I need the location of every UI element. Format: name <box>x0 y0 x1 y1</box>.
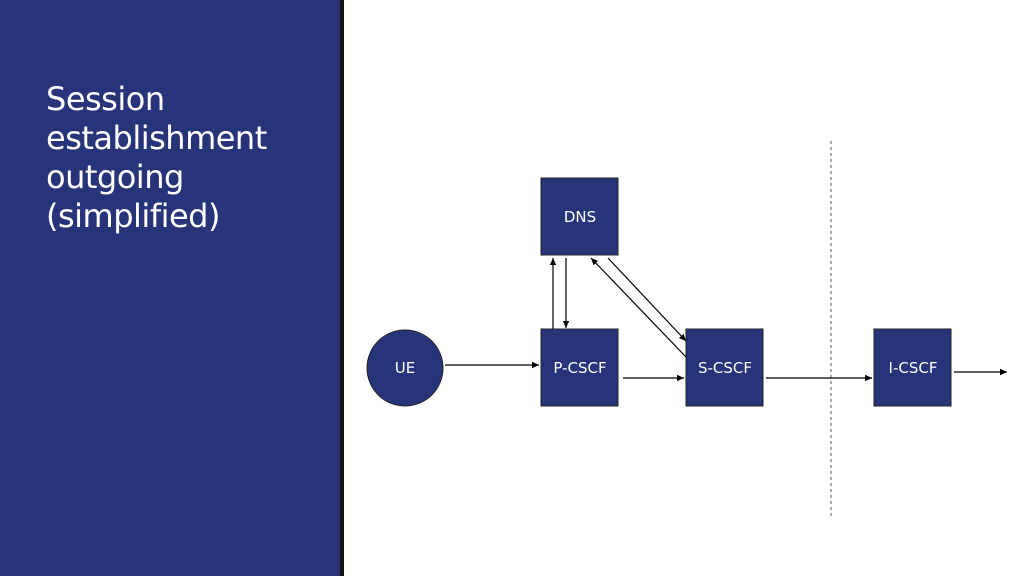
scscf-node: S-CSCF <box>685 328 764 407</box>
icscf-label: I-CSCF <box>889 359 938 377</box>
title-panel: Session establishment outgoing (simplifi… <box>0 0 340 576</box>
scscf-label: S-CSCF <box>698 359 752 377</box>
icscf-node: I-CSCF <box>873 328 952 407</box>
dns-node: DNS <box>540 177 619 256</box>
panel-divider <box>340 0 344 576</box>
title-line-2: establishment <box>46 119 267 157</box>
dns-to-scscf-arrow <box>607 257 687 342</box>
title-line-4: (simplified) <box>46 197 220 235</box>
pcscf-label: P-CSCF <box>553 359 606 377</box>
title-line-3: outgoing <box>46 158 184 196</box>
pcscf-node: P-CSCF <box>540 328 619 407</box>
dns-label: DNS <box>564 208 596 226</box>
scscf-to-dns-arrow <box>590 257 687 358</box>
ue-label: UE <box>395 359 415 377</box>
ue-node: UE <box>366 329 444 407</box>
title-line-1: Session <box>46 80 165 118</box>
slide-title: Session establishment outgoing (simplifi… <box>46 80 326 236</box>
